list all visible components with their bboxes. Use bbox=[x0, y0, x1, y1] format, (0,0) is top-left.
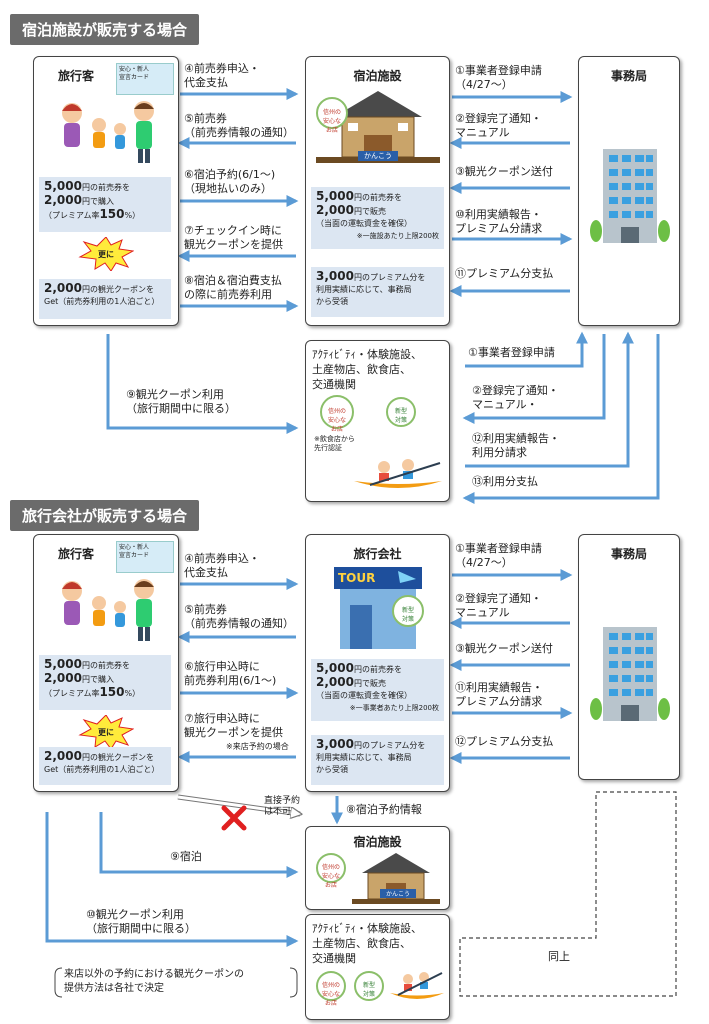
s1-traveler-box: 旅行客 安心・新人 宣言カード 5,000円の前売券を 2,000円で購入 （プ… bbox=[33, 56, 179, 326]
same-as-above-outline bbox=[459, 791, 677, 997]
arrow-s2-9 bbox=[99, 812, 299, 878]
s2-tour-sign: TOUR bbox=[338, 571, 376, 585]
section2-header: 旅行会社が販売する場合 bbox=[10, 500, 200, 531]
s1-office-title: 事務局 bbox=[610, 69, 647, 83]
s1-activity-safe-badge-icon: 信州の安心なお店 bbox=[320, 395, 354, 433]
s1-label-11: ⑪プレミアム分支払 bbox=[455, 267, 554, 280]
s2-label-6: ⑥旅行申込時に 前売券利用(6/1～) bbox=[184, 660, 277, 687]
s2-label-same: 同上 bbox=[548, 950, 570, 963]
office-building-icon bbox=[590, 627, 670, 721]
s1-sarani-label: 更に bbox=[98, 250, 114, 259]
s1-label-2: ②登録完了通知・ マニュアル bbox=[455, 112, 542, 139]
s2-hotel-safe-badge-icon: 信州の安心なお店 bbox=[316, 853, 346, 889]
s2-label-8: ⑧宿泊予約情報 bbox=[346, 803, 422, 816]
s1-activity-title: ｱｸﾃｨﾋﾞﾃｨ・体験施設、 土産物店、飲食店、 交通機関 bbox=[312, 348, 422, 391]
s1-label-8: ⑧宿泊＆宿泊費支払 の際に前売券利用 bbox=[184, 274, 282, 301]
s2-office-box: 事務局 bbox=[578, 534, 680, 780]
s1-hotel-sign: かんこう bbox=[358, 151, 398, 161]
s1-label-3: ③観光クーポン送付 bbox=[455, 165, 553, 178]
s2-traveler-title: 旅行客 bbox=[57, 547, 94, 561]
s2-label-2: ②登録完了通知・ マニュアル bbox=[455, 592, 542, 619]
s1-safe-badge-icon: 信州の安心なお店 bbox=[316, 97, 348, 134]
s2-label-direct: 直接予約 は不可 bbox=[264, 796, 301, 817]
family-illustration-icon bbox=[62, 101, 154, 163]
arrow-s1-b1 bbox=[465, 331, 588, 368]
s2-hotel-title: 宿泊施設 bbox=[353, 835, 402, 849]
s2-label-9: ⑨宿泊 bbox=[170, 850, 202, 863]
s2-sarani-label: 更に bbox=[98, 728, 114, 737]
s2-office-title: 事務局 bbox=[610, 547, 647, 561]
arrow-s1-b13 bbox=[462, 334, 660, 504]
s1-activity-note: ※飲食店から 先行認証 bbox=[314, 435, 355, 452]
s1-office-box: 事務局 bbox=[578, 56, 680, 326]
s2-activity-corona-badge-icon: 新型対策 bbox=[354, 971, 384, 1001]
arrow-s1-b2 bbox=[462, 334, 606, 424]
not-allowed-cross bbox=[221, 805, 247, 831]
family-illustration-icon bbox=[62, 579, 154, 641]
s1-label-b2: ②登録完了通知・ マニュアル・ bbox=[472, 384, 559, 411]
sarani-burst-icon bbox=[78, 715, 134, 749]
s2-traveler-box: 旅行客 安心・新人 宣言カード 5,000円の前売券を 2,000円で購入 （プ… bbox=[33, 534, 179, 792]
s1-label-b13: ⑬利用分支払 bbox=[472, 475, 538, 488]
s2-activity-title: ｱｸﾃｨﾋﾞﾃｨ・体験施設、 土産物店、飲食店、 交通機関 bbox=[312, 922, 422, 965]
s1-hotel-box: 宿泊施設 かんこう 信州の安心なお店 5,000円の前売券を 2,000円で販売… bbox=[305, 56, 450, 326]
office-building-icon bbox=[590, 149, 670, 243]
s2-label-3: ③観光クーポン送付 bbox=[455, 642, 553, 655]
s2-agency-info1: 5,000円の前売券を 2,000円で販売 （当面の運転資金を確保） ※一事業者… bbox=[311, 659, 444, 721]
s2-hotel-box: 宿泊施設 信州の安心なお店 かんこう bbox=[305, 826, 450, 910]
footnote-bracket-left bbox=[54, 967, 63, 998]
s2-activity-safe-badge-icon: 信州の安心なお店 bbox=[316, 971, 346, 1007]
sarani-burst-icon bbox=[78, 237, 134, 271]
s1-label-6: ⑥宿泊予約(6/1～) （現地払いのみ） bbox=[184, 168, 276, 195]
section1-header: 宿泊施設が販売する場合 bbox=[10, 14, 200, 45]
s2-label-1: ①事業者登録申請 （4/27～） bbox=[455, 542, 542, 569]
arrow-s1-9 bbox=[106, 334, 299, 434]
s1-label-10: ⑩利用実績報告・ プレミアム分請求 bbox=[455, 208, 543, 235]
s2-hotel-sign: かんこう bbox=[380, 889, 416, 898]
s2-corona-badge-icon: 新型対策 bbox=[392, 595, 424, 627]
s2-label-11: ⑪利用実績報告・ プレミアム分請求 bbox=[455, 681, 543, 708]
s1-activity-corona-badge-icon: 新型対策 bbox=[386, 397, 416, 427]
arrow-s2-10 bbox=[45, 812, 299, 947]
s2-activity-box: ｱｸﾃｨﾋﾞﾃｨ・体験施設、 土産物店、飲食店、 交通機関 信州の安心なお店 新… bbox=[305, 914, 450, 1020]
s2-label-10: ⑩観光クーポン利用 （旅行期間中に限る） bbox=[86, 908, 196, 935]
s2-label-12: ⑫プレミアム分支払 bbox=[455, 735, 554, 748]
s1-label-4: ④前売券申込・ 代金支払 bbox=[184, 62, 260, 89]
s2-safety-card: 安心・新人 宣言カード bbox=[116, 541, 174, 573]
s2-agency-title: 旅行会社 bbox=[353, 547, 402, 561]
s2-traveler-info2: 2,000円の観光クーポンを Get（前売券利用の1人泊ごと） bbox=[39, 747, 171, 785]
s2-label-7: ⑦旅行申込時に 観光クーポンを提供 bbox=[184, 712, 283, 739]
s1-label-b12: ⑫利用実績報告・ 利用分請求 bbox=[472, 432, 560, 459]
s1-label-1: ①事業者登録申請 （4/27～） bbox=[455, 64, 542, 91]
s1-label-b1: ①事業者登録申請 bbox=[468, 346, 555, 359]
s2-traveler-info1: 5,000円の前売券を 2,000円で購入 （プレミアム率150%） bbox=[39, 655, 171, 710]
s1-activity-box: ｱｸﾃｨﾋﾞﾃｨ・体験施設、 土産物店、飲食店、 交通機関 信州の安心なお店 新… bbox=[305, 340, 450, 502]
arrow-s1-b12 bbox=[465, 331, 634, 468]
canoe-icon bbox=[390, 972, 444, 999]
s1-hotel-info1: 5,000円の前売券を 2,000円で販売 （当面の運転資金を確保） ※一施設あ… bbox=[311, 187, 444, 249]
s2-footnote: 来店以外の予約における観光クーポンの 提供方法は各社で決定 bbox=[64, 969, 244, 994]
s2-label-4: ④前売券申込・ 代金支払 bbox=[184, 552, 260, 579]
s1-traveler-info2: 2,000円の観光クーポンを Get（前売券利用の1人泊ごと） bbox=[39, 279, 171, 319]
s2-label-7-note: ※来店予約の場合 bbox=[226, 742, 289, 751]
s1-hotel-info2: 3,000円のプレミアム分を 利用実績に応じて、事務局 から受領 bbox=[311, 267, 444, 317]
s1-safety-card: 安心・新人 宣言カード bbox=[116, 63, 174, 95]
s2-agency-info2: 3,000円のプレミアム分を 利用実績に応じて、事務局 から受領 bbox=[311, 735, 444, 785]
s1-traveler-info1: 5,000円の前売券を 2,000円で購入 （プレミアム率150%） bbox=[39, 177, 171, 232]
footnote-bracket-right bbox=[289, 967, 298, 998]
s1-hotel-title: 宿泊施設 bbox=[353, 69, 402, 83]
s1-label-5: ⑤前売券 （前売券情報の通知） bbox=[184, 112, 294, 139]
s1-label-7: ⑦チェックイン時に 観光クーポンを提供 bbox=[184, 224, 283, 251]
s2-label-5: ⑤前売券 （前売券情報の通知） bbox=[184, 603, 294, 630]
canoe-icon bbox=[354, 459, 442, 488]
s1-label-9: ⑨観光クーポン利用 （旅行期間中に限る） bbox=[126, 388, 236, 415]
s1-traveler-title: 旅行客 bbox=[57, 69, 94, 83]
s2-agency-box: 旅行会社 TOUR 新型対策 5,000円の前売券を 2,000円で販売 （当面… bbox=[305, 534, 450, 792]
